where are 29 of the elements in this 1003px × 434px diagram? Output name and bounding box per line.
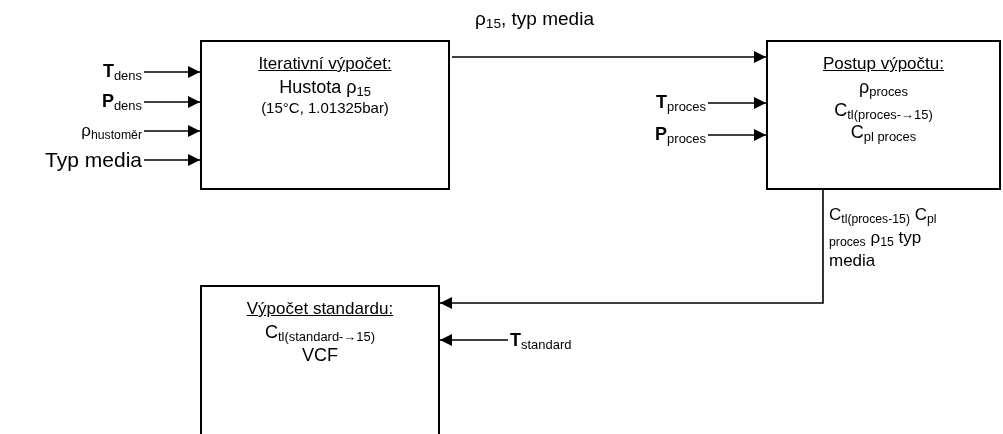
input-label: T$_{proces}$ — [600, 88, 706, 116]
box-heading: Výpočet standardu: — [246, 299, 394, 319]
input-label: T$_{standard}$ — [510, 326, 610, 354]
box-text: C$_{tl(standard-→15)}$ — [264, 321, 376, 344]
arrow — [707, 129, 767, 141]
arrow — [143, 66, 201, 78]
box-text: Hustota ρ$_{15}$ — [279, 76, 371, 99]
arrow — [143, 96, 201, 108]
input-label: Typ media — [5, 146, 142, 174]
box-heading: Iterativní výpočet: — [258, 54, 392, 74]
arrow — [439, 189, 824, 309]
box-heading: Postup výpočtu: — [823, 54, 944, 74]
process-box — [200, 40, 450, 190]
box-text: ρ$_{proces}$ — [858, 76, 909, 99]
arrow — [143, 154, 201, 166]
process-box — [766, 40, 1001, 190]
input-label: P$_{dens}$ — [40, 88, 142, 114]
arrow — [707, 97, 767, 109]
arrow — [143, 125, 201, 137]
arrow — [451, 51, 767, 63]
box-text: C$_{pl proces}$ — [850, 122, 917, 144]
process-box — [200, 285, 440, 434]
box-text: (15°C, 1.01325bar) — [261, 98, 389, 118]
box-text: VCF — [302, 344, 338, 366]
box-text: C$_{tl(proces-→15)}$ — [834, 99, 933, 121]
input-label: ρ$_{hustoměr}$ — [20, 118, 142, 144]
arrow — [439, 334, 509, 346]
input-label: P$_{proces}$ — [600, 120, 706, 148]
input-label: T$_{dens}$ — [40, 58, 142, 84]
